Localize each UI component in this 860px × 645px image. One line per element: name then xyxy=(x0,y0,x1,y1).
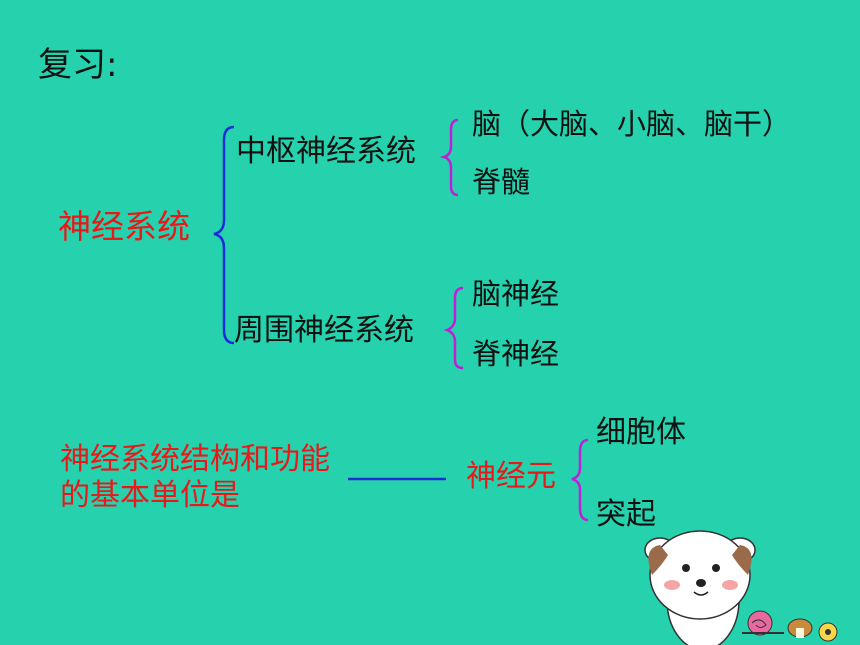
peripheral-brace xyxy=(443,286,464,370)
central-nervous-system-label: 中枢神经系统 xyxy=(236,134,416,169)
snail-illustration xyxy=(742,610,784,636)
slide-title: 复习: xyxy=(38,45,118,85)
brain-label: 脑（大脑、小脑、脑干） xyxy=(472,107,792,141)
neuron-brace xyxy=(571,438,589,522)
mushroom-illustration xyxy=(787,618,838,642)
neurite-label: 突起 xyxy=(596,497,656,532)
neuron-label: 神经元 xyxy=(466,459,556,494)
cranial-nerves-label: 脑神经 xyxy=(472,277,560,311)
peripheral-nervous-system-label: 周围神经系统 xyxy=(234,313,414,348)
spinal-cord-label: 脊髓 xyxy=(472,165,531,199)
main-brace xyxy=(213,125,235,345)
spinal-nerves-label: 脊神经 xyxy=(472,337,560,371)
nervous-system-label: 神经系统 xyxy=(58,207,190,246)
central-brace xyxy=(439,118,459,197)
puppy-illustration xyxy=(644,530,756,645)
question-text: 神经系统结构和功能的基本单位是 xyxy=(60,442,330,513)
cell-body-label: 细胞体 xyxy=(596,415,686,450)
